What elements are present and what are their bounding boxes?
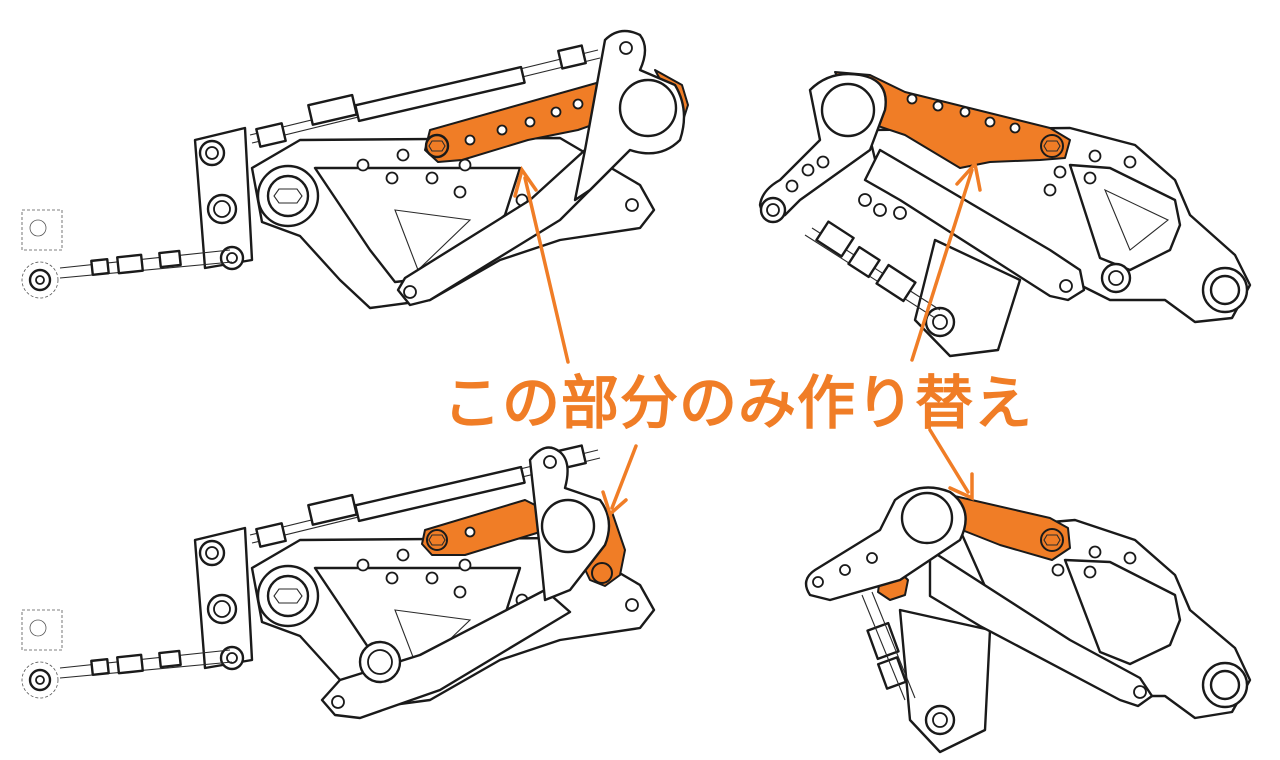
highlighted-link-part: [421, 499, 546, 556]
arrow-icon: [513, 165, 570, 364]
arrow-icon: [910, 160, 982, 362]
arrow-icon: [601, 444, 638, 518]
hex-bolt-icon: [1040, 528, 1064, 552]
hex-bolt-icon: [591, 562, 613, 584]
hex-bolt-icon: [1040, 134, 1064, 158]
drawing-bottom-left: [20, 444, 656, 720]
drawing-bottom-right: [804, 486, 1252, 754]
hex-bolt-icon: [424, 133, 450, 159]
callout-arrows: [513, 160, 982, 518]
caption-label: この部分のみ作り替え: [443, 369, 1034, 437]
arrow-icon: [928, 428, 974, 501]
hex-bolt-icon: [426, 529, 448, 551]
drawing-top-right: [758, 71, 1252, 358]
drawing-top-left: [20, 29, 689, 310]
highlighted-link-part: [834, 71, 1071, 169]
highlighted-link-part: [949, 494, 1071, 561]
